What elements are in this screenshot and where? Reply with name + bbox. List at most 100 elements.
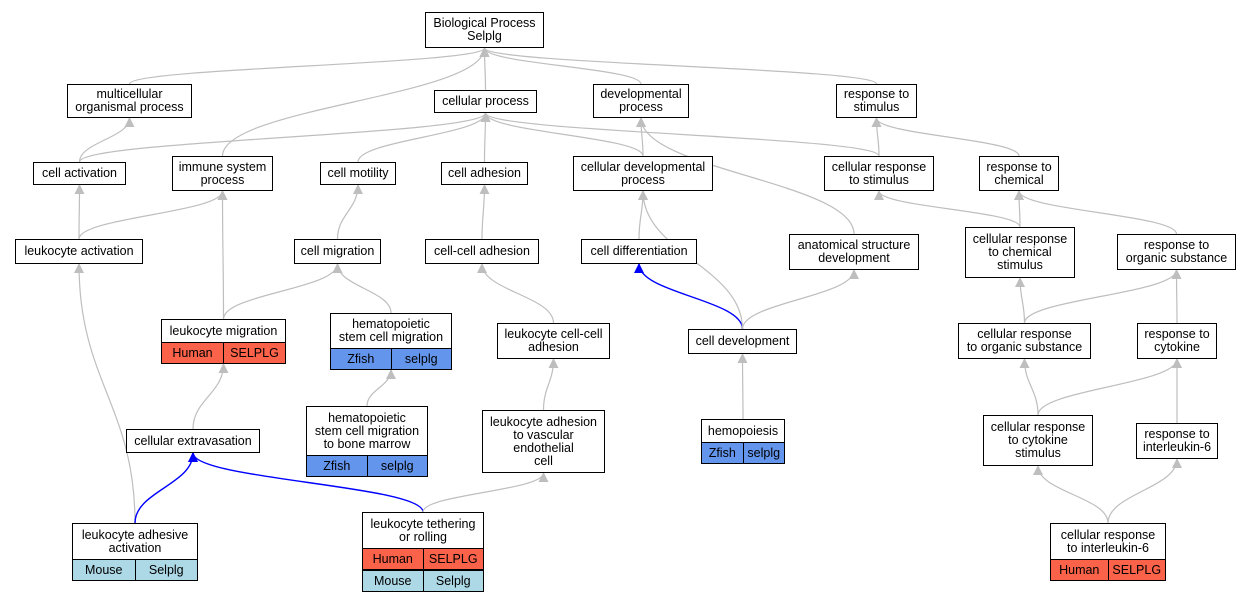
node-cell-development[interactable]: cell development: [688, 329, 797, 354]
node-response-to-organic-substance[interactable]: response to organic substance: [1117, 234, 1236, 270]
annotation-cell: Zfish: [330, 348, 392, 370]
edge-ca-to-cp: [78, 112, 491, 163]
edge-cdev-to-asd: [741, 269, 859, 330]
edge-cros-to-ros: [1023, 269, 1182, 324]
node-cell-differentiation[interactable]: cell differentiation: [581, 239, 697, 264]
annotation-cell: Mouse: [362, 570, 424, 592]
edge-crcs-to-rtc: [1014, 190, 1025, 228]
edge-cad-to-cp: [480, 112, 491, 163]
edge-lm-to-cmig: [222, 263, 343, 320]
annotation-cell: Mouse: [72, 559, 136, 581]
node-leukocyte-adhesion-to-vascular-endothelial-cell[interactable]: leukocyte adhesion to vascular endotheli…: [482, 410, 605, 473]
edge-laa-to-ce: [134, 452, 198, 524]
edge-cp-to-bp: [479, 47, 490, 91]
annotation-cell: SELPLG: [1108, 559, 1166, 581]
edge-cdev-to-cdiff: [634, 263, 744, 330]
edge-crcys-to-rtcy: [1037, 358, 1182, 416]
node-developmental-process[interactable]: developmental process: [593, 84, 689, 118]
node-leukocyte-activation[interactable]: leukocyte activation: [15, 239, 143, 264]
node-cell-motility[interactable]: cell motility: [320, 162, 396, 185]
node-cellular-response-to-cytokine-stimulus[interactable]: cellular response to cytokine stimulus: [983, 415, 1093, 466]
annotation-cell: Zfish: [701, 442, 744, 464]
annotation-cell: Zfish: [306, 455, 368, 477]
edge-rtcy-to-ros: [1171, 269, 1182, 324]
annotation-cell: selplg: [367, 455, 428, 477]
edge-hscm-to-cmig: [332, 263, 392, 314]
edge-mop-to-bp: [128, 47, 490, 85]
edge-ltr-to-ce: [188, 452, 424, 513]
edge-cros-to-crcs: [1015, 277, 1026, 324]
edge-cril6-to-ril6: [1107, 458, 1182, 524]
edge-la-to-isp: [78, 190, 228, 240]
edge-ros-to-rtc: [1014, 190, 1178, 235]
edge-ltr-to-lavec: [422, 472, 549, 513]
annotation-cell: SELPLG: [423, 548, 484, 570]
annotation-cell: selplg: [743, 442, 785, 464]
annotation-cell: Human: [362, 548, 424, 570]
edge-asd-to-dp: [636, 117, 855, 235]
node-biological-process[interactable]: Biological Process Selplg: [425, 12, 544, 48]
edge-cmig-to-cm: [336, 184, 363, 240]
edge-lavec-to-lcca: [542, 358, 559, 411]
node-immune-system-process[interactable]: immune system process: [172, 156, 273, 191]
edge-rtc-to-rts: [871, 117, 1020, 157]
annotation-cell: Human: [1050, 559, 1109, 581]
edge-hscbm-to-hscm: [366, 369, 396, 407]
node-hematopoietic-stem-cell-migration-to-bone-marrow[interactable]: hematopoietic stem cell migration to bon…: [306, 406, 428, 477]
annotation-cell: Selplg: [135, 559, 198, 581]
node-response-to-chemical[interactable]: response to chemical: [979, 156, 1059, 191]
node-response-to-interleukin-6[interactable]: response to interleukin-6: [1136, 423, 1218, 459]
edge-cdp-to-cp: [480, 112, 644, 157]
edge-dp-to-bp: [479, 47, 642, 85]
edge-isp-to-bp: [221, 47, 490, 157]
edge-crs-to-rts: [871, 117, 882, 157]
edge-la-to-ca: [74, 184, 85, 240]
node-leukocyte-cell-cell-adhesion[interactable]: leukocyte cell-cell adhesion: [497, 323, 610, 359]
annotation-cell: Human: [161, 342, 224, 364]
edge-hemo-to-cdev: [737, 353, 748, 420]
node-cellular-response-to-stimulus[interactable]: cellular response to stimulus: [824, 156, 934, 191]
edge-laa-to-la: [74, 263, 136, 524]
node-response-to-stimulus[interactable]: response to stimulus: [836, 84, 917, 118]
edge-cca-to-cad: [479, 184, 490, 240]
edge-cril6-to-crcys: [1033, 465, 1109, 524]
edge-cm-to-cp: [357, 112, 491, 163]
edge-ce-to-lm: [192, 363, 229, 430]
annotation-cell: selplg: [391, 348, 452, 370]
node-cellular-process[interactable]: cellular process: [434, 90, 537, 113]
node-cellular-extravasation[interactable]: cellular extravasation: [126, 429, 260, 453]
node-cellular-response-to-interleukin-6[interactable]: cellular response to interleukin-6 Human…: [1050, 523, 1166, 581]
node-cell-adhesion[interactable]: cell adhesion: [441, 162, 528, 185]
node-cell-cell-adhesion[interactable]: cell-cell adhesion: [425, 239, 539, 264]
edge-crcs-to-crs: [874, 190, 1021, 228]
node-cell-activation[interactable]: cell activation: [33, 162, 126, 185]
edge-lcca-to-cca: [477, 263, 555, 324]
annotation-cell: SELPLG: [224, 342, 286, 364]
edge-ca-to-mop: [78, 117, 135, 163]
node-anatomical-structure-development[interactable]: anatomical structure development: [789, 234, 919, 270]
node-cellular-developmental-process[interactable]: cellular developmental process: [573, 156, 713, 191]
edge-lm-to-isp: [217, 190, 228, 320]
node-cell-migration[interactable]: cell migration: [294, 239, 381, 264]
node-multicellular-organismal-process[interactable]: multicellular organismal process: [67, 84, 192, 118]
edge-rts-to-bp: [479, 47, 878, 85]
node-cellular-response-to-chemical-stimulus[interactable]: cellular response to chemical stimulus: [965, 227, 1075, 278]
node-cellular-response-to-organic-substance[interactable]: cellular response to organic substance: [958, 323, 1091, 359]
node-response-to-cytokine[interactable]: response to cytokine: [1137, 323, 1217, 359]
edge-crs-to-cp: [480, 112, 880, 157]
